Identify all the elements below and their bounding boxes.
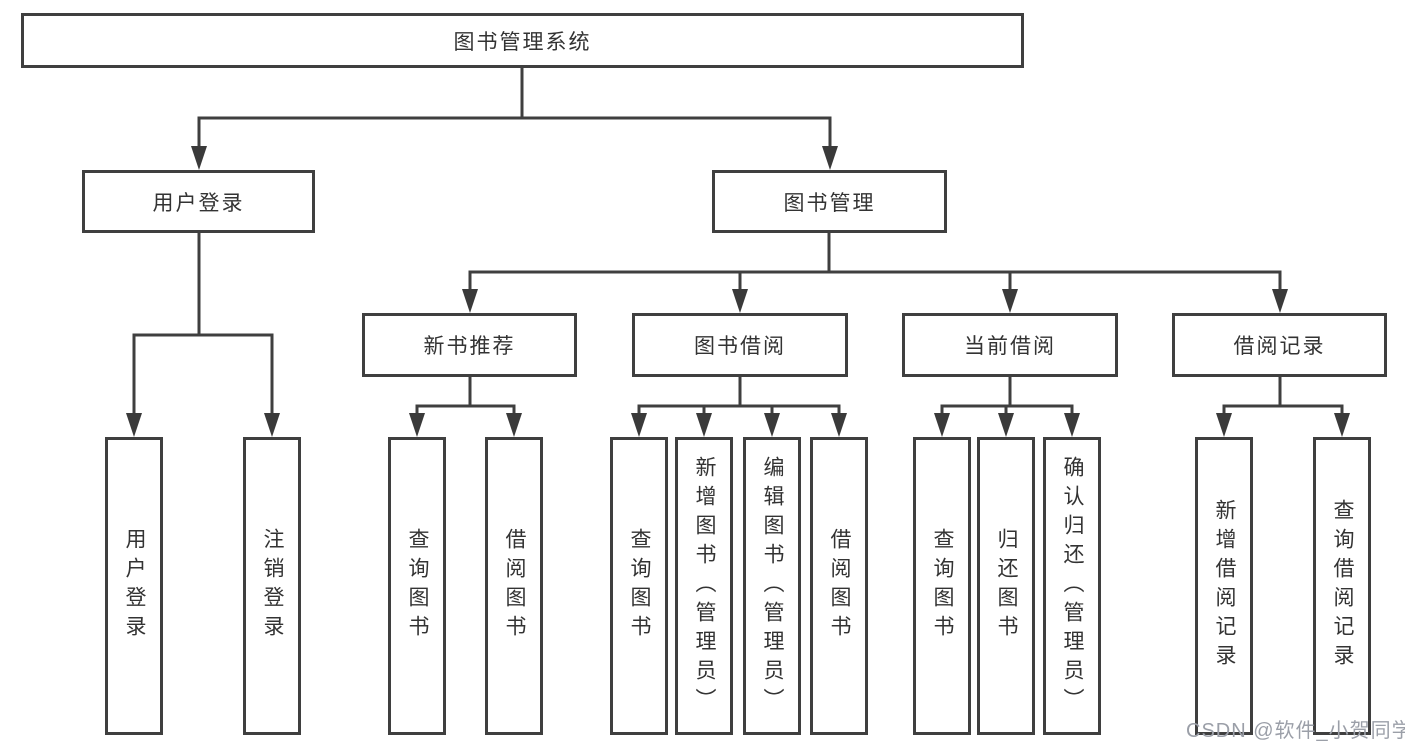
leaf-query-books-current: 查询图书 [913, 437, 971, 735]
arrow-down-icon [934, 413, 950, 437]
node-book-management: 图书管理 [712, 170, 947, 233]
node-label: 新增图书（管理员） [693, 455, 716, 717]
node-label: 图书管理系统 [453, 30, 592, 54]
node-label: 查询图书 [406, 528, 429, 644]
node-label: 新增借阅记录 [1213, 499, 1236, 673]
connector-borrow-to-children [637, 375, 841, 418]
arrow-down-icon [506, 413, 522, 437]
node-label: 借阅记录 [1233, 335, 1326, 358]
leaf-add-book-admin: 新增图书（管理员） [675, 437, 733, 735]
leaf-query-books-borrow: 查询图书 [610, 437, 668, 735]
arrow-down-icon [631, 413, 647, 437]
arrow-down-icon [1064, 413, 1080, 437]
leaf-logout: 注销登录 [243, 437, 301, 735]
watermark: CSDN @软件_小贺同学 [1186, 720, 1405, 742]
arrow-down-icon [409, 413, 425, 437]
connector-records-to-children [1222, 375, 1344, 418]
arrow-down-icon [1334, 413, 1350, 437]
node-borrow-records: 借阅记录 [1172, 313, 1387, 377]
arrow-down-icon [191, 146, 207, 170]
connector-bookmgmt-to-groups [468, 231, 1282, 294]
node-label: 新书推荐 [423, 335, 516, 358]
arrow-down-icon [1216, 413, 1232, 437]
node-label: 编辑图书（管理员） [761, 455, 784, 717]
node-label: 查询图书 [628, 528, 651, 644]
leaf-user-login: 用户登录 [105, 437, 163, 735]
node-label: 注销登录 [261, 528, 284, 644]
arrow-down-icon [998, 413, 1014, 437]
arrow-down-icon [831, 413, 847, 437]
node-label: 图书借阅 [694, 335, 786, 358]
node-label: 归还图书 [995, 528, 1018, 644]
node-new-book-recommend: 新书推荐 [362, 313, 577, 377]
leaf-query-borrow-record: 查询借阅记录 [1313, 437, 1371, 735]
arrow-down-icon [696, 413, 712, 437]
arrow-down-icon [822, 146, 838, 170]
leaf-borrow-books-recommend: 借阅图书 [485, 437, 543, 735]
arrow-down-icon [764, 413, 780, 437]
connector-root-to-level2 [197, 66, 832, 151]
node-label: 借阅图书 [828, 528, 851, 644]
connector-userlogin-to-children [132, 231, 274, 418]
node-label: 用户登录 [152, 191, 245, 215]
arrow-down-icon [1272, 289, 1288, 313]
arrow-down-icon [264, 413, 280, 437]
leaf-borrow-book: 借阅图书 [810, 437, 868, 735]
node-label: 用户登录 [123, 528, 146, 644]
arrow-down-icon [732, 289, 748, 313]
arrow-down-icon [126, 413, 142, 437]
connector-newbook-to-children [415, 375, 516, 418]
node-root: 图书管理系统 [21, 13, 1024, 68]
node-current-borrow: 当前借阅 [902, 313, 1118, 377]
connector-current-to-children [940, 375, 1074, 418]
leaf-edit-book-admin: 编辑图书（管理员） [743, 437, 801, 735]
node-label: 查询借阅记录 [1331, 499, 1354, 673]
arrow-down-icon [462, 289, 478, 313]
node-label: 图书管理 [783, 191, 876, 215]
node-book-borrow: 图书借阅 [632, 313, 848, 377]
node-label: 查询图书 [931, 528, 954, 644]
leaf-query-books-recommend: 查询图书 [388, 437, 446, 735]
node-user-login: 用户登录 [82, 170, 315, 233]
leaf-confirm-return-admin: 确认归还（管理员） [1043, 437, 1101, 735]
node-label: 当前借阅 [964, 335, 1056, 358]
leaf-add-borrow-record: 新增借阅记录 [1195, 437, 1253, 735]
arrow-down-icon [1002, 289, 1018, 313]
leaf-return-book: 归还图书 [977, 437, 1035, 735]
node-label: 确认归还（管理员） [1061, 455, 1084, 717]
node-label: 借阅图书 [503, 528, 526, 644]
